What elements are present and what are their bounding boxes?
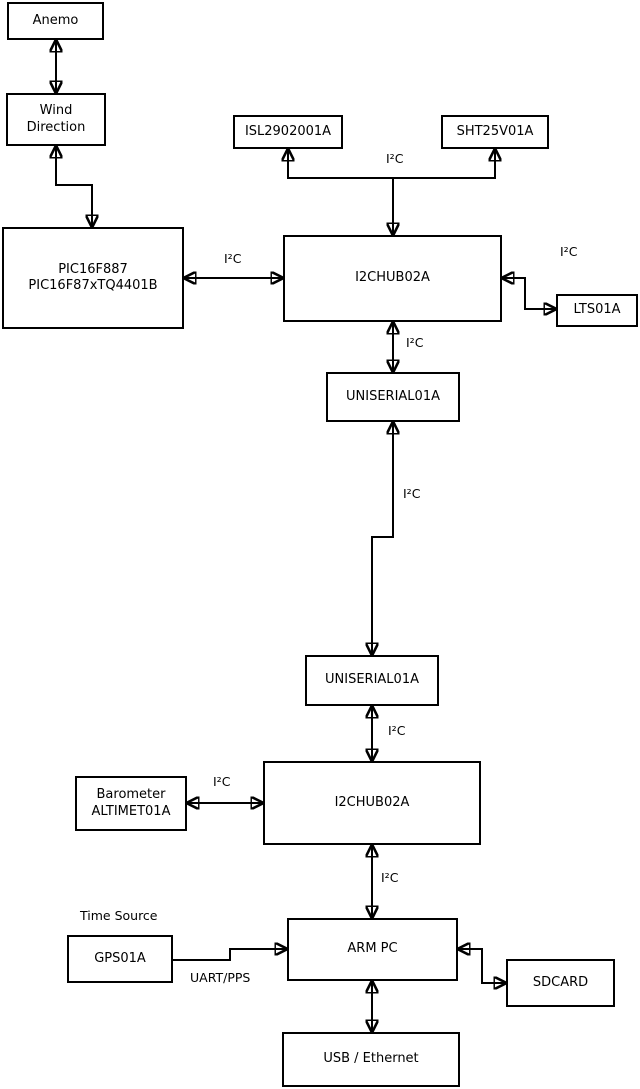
connector-gps-armpc [173, 949, 287, 961]
node-pic16f887: PIC16F887 PIC16F87xTQ4401B [2, 227, 184, 329]
node-barometer-altimet01a: Barometer ALTIMET01A [75, 776, 187, 831]
node-sdcard: SDCARD [506, 959, 615, 1007]
node-isl2902001a: ISL2902001A [233, 115, 343, 149]
connector-i2chub-top-lts [502, 278, 556, 309]
edge-label-uart-pps: UART/PPS [190, 970, 251, 985]
node-gps01a: GPS01A [67, 935, 173, 983]
node-wind-direction: Wind Direction [6, 93, 106, 146]
edge-label-i2c-pic-hub: I²C [224, 251, 242, 266]
node-usb-ethernet: USB / Ethernet [282, 1032, 460, 1087]
node-uniserial01a-top: UNISERIAL01A [326, 372, 460, 422]
edge-label-i2c-lts: I²C [560, 244, 578, 259]
node-i2chub02a-top: I2CHUB02A [283, 235, 502, 322]
node-sht25v01a: SHT25V01A [441, 115, 549, 149]
edge-label-i2c-hub-armpc: I²C [381, 870, 399, 885]
edge-label-i2c-uniserial-hub: I²C [388, 723, 406, 738]
connector-branch-isl-sht [288, 149, 495, 179]
node-uniserial01a-bottom: UNISERIAL01A [305, 655, 439, 706]
edge-label-i2c-hub-uniserial: I²C [406, 335, 424, 350]
edge-label-i2c-barometer: I²C [213, 774, 231, 789]
annotation-time-source: Time Source [80, 908, 158, 923]
connector-winddirection-pic [56, 146, 92, 227]
node-anemo: Anemo [7, 2, 104, 40]
node-arm-pc: ARM PC [287, 918, 458, 981]
node-lts01a: LTS01A [556, 294, 638, 327]
connector-armpc-sdcard [458, 949, 506, 983]
edge-label-i2c-branch: I²C [386, 151, 404, 166]
node-i2chub02a-bottom: I2CHUB02A [263, 761, 481, 845]
edge-label-i2c-long-link: I²C [403, 486, 421, 501]
connector-uniserial-top-uniserial-bottom [372, 422, 393, 655]
